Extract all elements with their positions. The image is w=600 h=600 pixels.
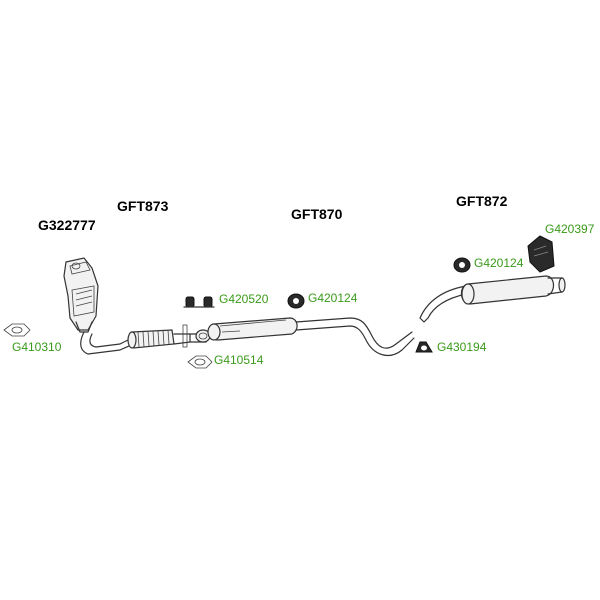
rubber-hanger-icon[interactable] [453,257,471,273]
catalytic-converter-icon[interactable] [63,257,99,333]
rear-silencer-icon[interactable] [419,275,566,323]
middle-section-assembly-label: GFT870 [291,206,343,222]
part-link-gasket-manifold[interactable]: G410310 [12,340,62,354]
gasket-icon[interactable] [187,355,213,369]
catalyst-assembly-label: G322777 [38,217,96,233]
part-link-hanger-front[interactable]: G420520 [219,292,269,306]
rear-section-assembly-label: GFT872 [456,193,508,209]
flex-pipe-icon[interactable] [127,324,191,349]
middle-pipe-icon [295,317,415,357]
part-link-hanger-rear[interactable]: G420124 [474,256,524,270]
middle-silencer-icon[interactable] [207,317,298,341]
rubber-hanger-icon[interactable] [287,293,305,309]
clamp-icon[interactable] [415,341,433,353]
part-link-clamp-rear[interactable]: G430194 [437,340,487,354]
front-pipe-assembly-label: GFT873 [117,198,169,214]
rubber-hanger-icon[interactable] [183,296,215,308]
rear-mount-icon[interactable] [527,235,555,273]
part-link-mount-rear[interactable]: G420397 [545,222,595,236]
connector-pipe-icon [189,329,211,343]
gasket-icon[interactable] [3,323,31,337]
front-pipe-icon[interactable] [80,331,139,355]
part-link-gasket-flange[interactable]: G410514 [214,353,264,367]
part-link-hanger-middle[interactable]: G420124 [308,291,358,305]
